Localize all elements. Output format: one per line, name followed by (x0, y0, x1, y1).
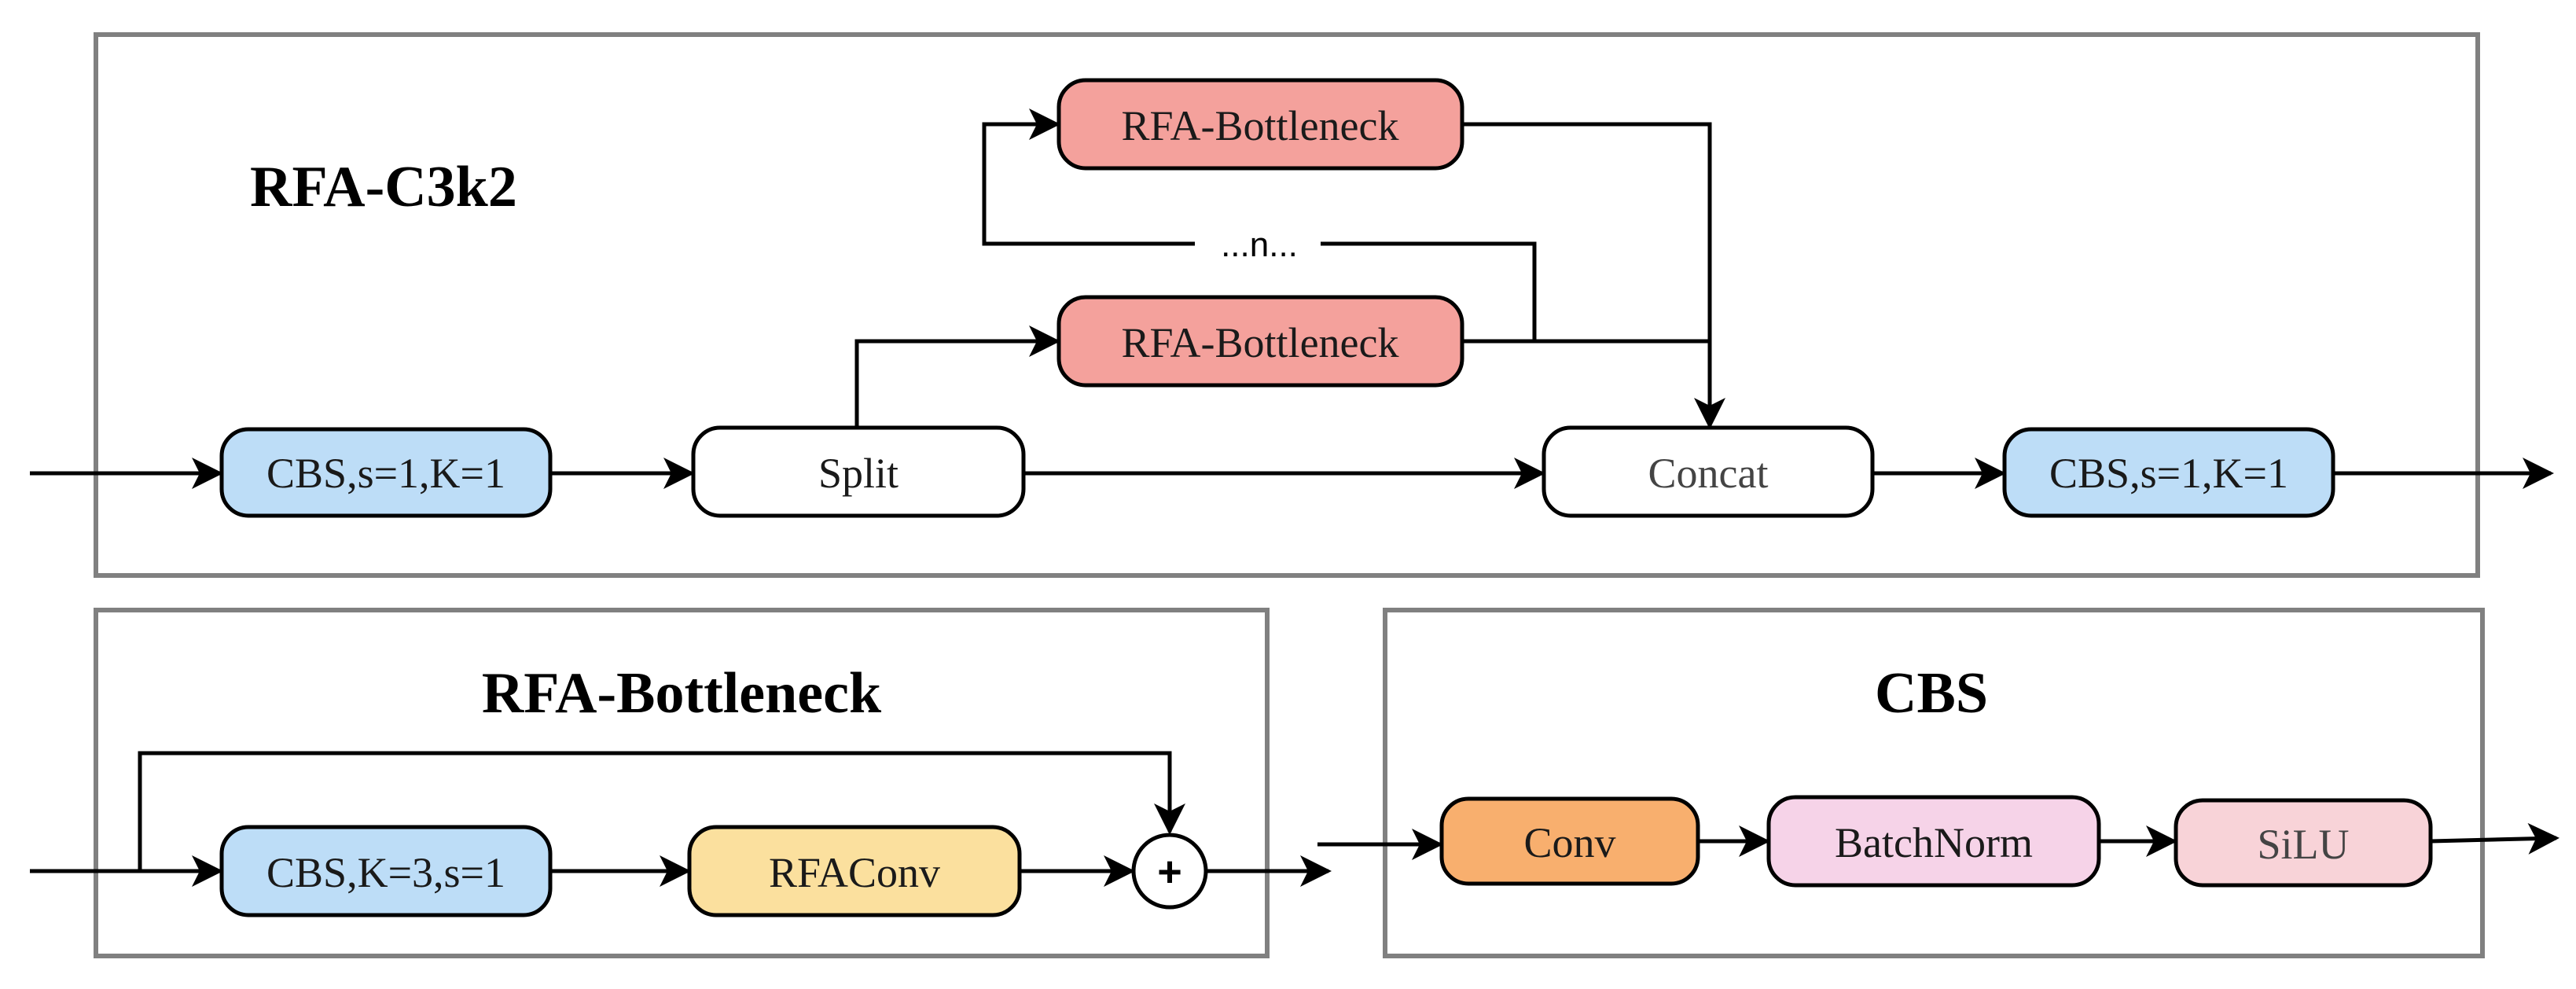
rfa-c3k2-edges (30, 108, 2554, 489)
add-node: + (1131, 833, 1208, 910)
rfaconv-node: RFAConv (687, 825, 1022, 917)
edge-loop-to-bottleneck-top (982, 108, 1537, 341)
batchnorm-label: BatchNorm (1835, 819, 2033, 866)
bneck-cbs-node: CBS,K=3,s=1 (219, 825, 553, 917)
cbs-edges (1317, 822, 2559, 860)
split-label: Split (818, 450, 898, 497)
bottleneck-mid-label: RFA-Bottleneck (1122, 319, 1399, 366)
bottleneck-top-label: RFA-Bottleneck (1122, 102, 1399, 149)
cbs-frame (1383, 608, 2485, 958)
cbs-in-label: CBS,s=1,K=1 (266, 450, 505, 497)
repeat-label: ...n... (1221, 226, 1298, 264)
silu-node: SiLU (2174, 798, 2433, 888)
cbs-out-label: CBS,s=1,K=1 (2049, 450, 2288, 497)
rfa-bottleneck-title: RFA-Bottleneck (482, 661, 882, 726)
rfaconv-label: RFAConv (769, 849, 940, 896)
bottleneck-top-node: RFA-Bottleneck (1056, 78, 1464, 171)
cbs-out-node: CBS,s=1,K=1 (2002, 427, 2335, 518)
conv-label: Conv (1523, 819, 1615, 866)
concat-node: Concat (1542, 425, 1875, 518)
concat-label: Concat (1648, 450, 1769, 497)
cbs-in-node: CBS,s=1,K=1 (219, 427, 553, 518)
rfa-bottleneck-frame (94, 608, 1270, 958)
split-node: Split (691, 425, 1026, 518)
edge-silu-out (2430, 822, 2559, 855)
add-symbol: + (1157, 848, 1182, 895)
rfa-c3k2-title: RFA-C3k2 (250, 155, 517, 219)
batchnorm-node: BatchNorm (1766, 795, 2101, 888)
cbs-title: CBS (1875, 661, 1988, 726)
bottleneck-mid-node: RFA-Bottleneck (1056, 295, 1464, 388)
edge-residual (138, 751, 1185, 871)
rfa-bottleneck-edges (30, 751, 1332, 887)
edge-bottleneck-top-to-concat (1462, 122, 1725, 429)
edge-split-to-bottleneck-mid (854, 325, 1060, 426)
silu-label: SiLU (2257, 821, 2349, 868)
bneck-cbs-label: CBS,K=3,s=1 (266, 849, 505, 896)
repeat-label-bg (1195, 225, 1321, 263)
conv-node: Conv (1439, 796, 1700, 886)
